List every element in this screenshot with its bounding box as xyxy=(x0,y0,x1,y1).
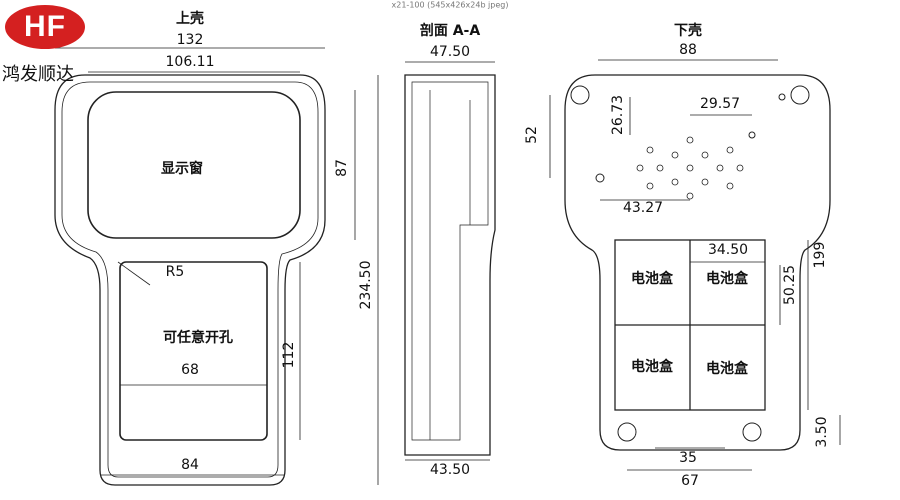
dim-68: 68 xyxy=(181,362,199,378)
dim-43-50: 43.50 xyxy=(429,462,471,478)
bottom-shell-title: 下壳 xyxy=(674,23,702,39)
dim-67: 67 xyxy=(681,473,699,489)
battery-box-label: 电池盒 xyxy=(706,271,748,287)
dim-29-57: 29.57 xyxy=(699,96,741,112)
image-caption: x21-100 (545x426x24b jpeg) xyxy=(391,0,509,10)
dim-87: 87 xyxy=(334,159,350,177)
dim-r5: R5 xyxy=(165,264,185,280)
section-title: 剖面 A-A xyxy=(419,23,481,39)
dim-199: 199 xyxy=(812,241,828,269)
dim-26-73: 26.73 xyxy=(610,94,626,136)
display-window xyxy=(87,91,301,239)
dim-35: 35 xyxy=(679,450,697,466)
dim-47-50: 47.50 xyxy=(429,44,471,60)
dim-50-25: 50.25 xyxy=(782,264,798,306)
opening-label: 可任意开孔 xyxy=(163,330,233,346)
dim-52: 52 xyxy=(524,126,540,144)
top-shell-title: 上壳 xyxy=(176,11,204,27)
brand-logo: HF xyxy=(5,5,85,49)
brand-name: 鸿发顺达 xyxy=(2,64,74,85)
battery-box-label: 电池盒 xyxy=(631,271,673,287)
section-outline xyxy=(404,74,496,456)
battery-box-label: 电池盒 xyxy=(706,361,748,377)
top-shell-outline xyxy=(54,74,326,486)
dim-84: 84 xyxy=(181,457,199,473)
logo-text: HF xyxy=(24,10,66,43)
speaker-holes xyxy=(636,136,744,200)
dim-106: 106.11 xyxy=(165,54,215,70)
dim-112: 112 xyxy=(281,341,297,369)
dim-88: 88 xyxy=(679,42,697,58)
bottom-shell-outline xyxy=(564,74,831,451)
top-shell-inner xyxy=(61,81,319,478)
dim-132: 132 xyxy=(176,32,204,48)
section-inner xyxy=(411,81,489,441)
dim-34-50: 34.50 xyxy=(707,242,749,258)
display-window-label: 显示窗 xyxy=(161,161,203,177)
dim-234: 234.50 xyxy=(358,260,374,310)
battery-box-label: 电池盒 xyxy=(631,359,673,375)
dim-3-50: 3.50 xyxy=(814,416,830,448)
dim-43-27: 43.27 xyxy=(622,200,664,216)
opening-area xyxy=(119,261,268,441)
